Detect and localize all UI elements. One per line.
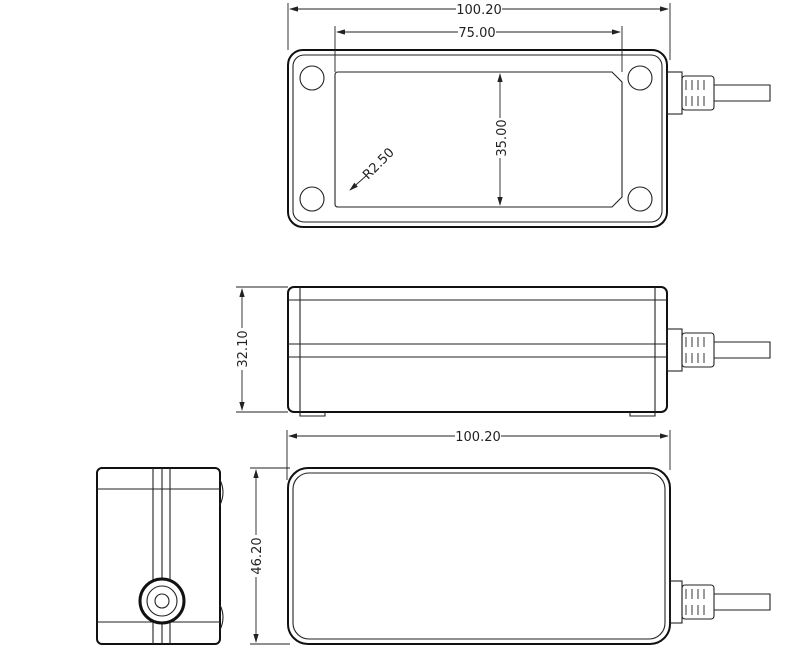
screw-hole <box>299 186 325 212</box>
dim-bottom-overall-length: 100.20 <box>455 430 501 445</box>
dim-bottom-width: 46.20 <box>250 537 265 574</box>
cable-strain-relief <box>669 580 771 624</box>
top-view: 100.20 75.00 35.00 R2.50 <box>287 1 771 228</box>
dim-top-overall-length: 100.20 <box>456 3 502 18</box>
dim-window-height: 35.00 <box>495 119 510 156</box>
end-view <box>96 467 224 645</box>
side-view: 32.10 <box>234 286 771 417</box>
cable-strain-relief <box>666 71 771 115</box>
dim-side-height: 32.10 <box>236 330 251 367</box>
dim-window-length: 75.00 <box>458 26 495 41</box>
screw-hole <box>627 186 653 212</box>
dc-barrel-connector <box>138 577 186 625</box>
bottom-view: 100.20 46.20 <box>248 428 771 645</box>
screw-hole <box>299 65 325 91</box>
cable-strain-relief <box>666 328 771 372</box>
dim-corner-radius: R2.50 <box>360 145 397 182</box>
screw-hole <box>627 65 653 91</box>
